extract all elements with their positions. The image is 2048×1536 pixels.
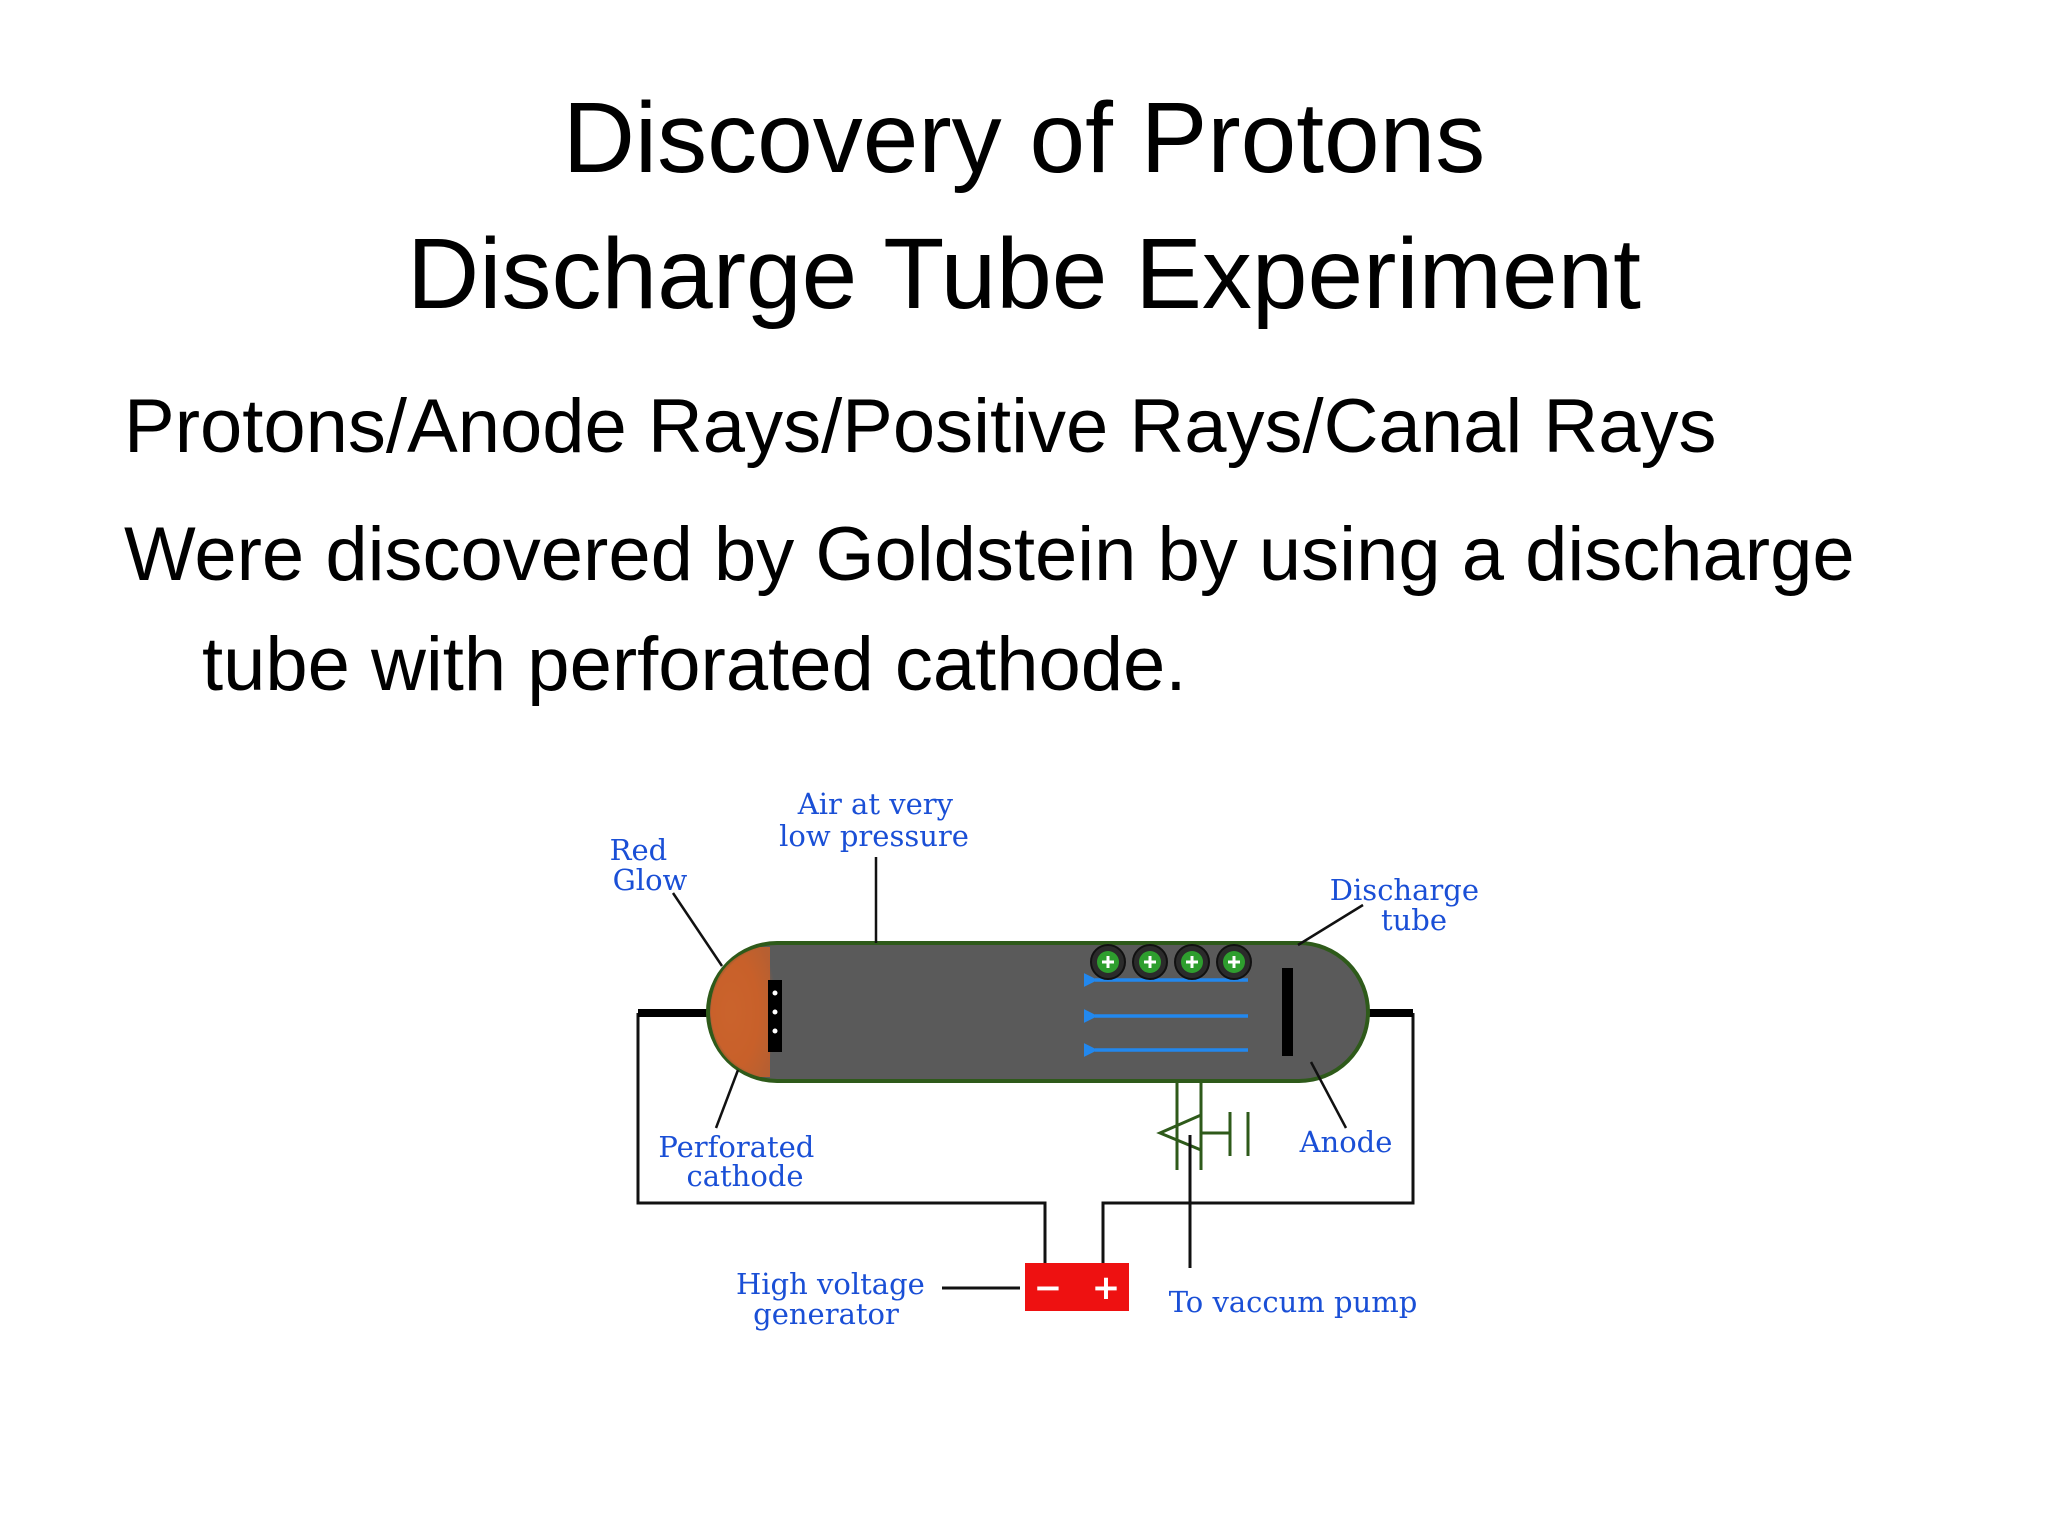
proton <box>1090 944 1126 980</box>
label-red-glow: Red Glow <box>610 833 688 897</box>
label-high-voltage-generator: High voltage generator <box>736 1267 934 1331</box>
generator-minus: − <box>1034 1268 1063 1308</box>
perforated-cathode <box>768 980 782 1052</box>
circuit-wires <box>636 1013 1415 1268</box>
label-discharge-tube: Discharge tube <box>1330 873 1488 937</box>
generator-plus: + <box>1092 1268 1121 1308</box>
vacuum-valve <box>1156 1081 1250 1170</box>
proton <box>1132 944 1168 980</box>
proton <box>1216 944 1252 980</box>
bullet-ray-names: Protons/Anode Rays/Positive Rays/Canal R… <box>124 384 1717 469</box>
title-line-1: Discovery of Protons <box>562 82 1486 194</box>
label-leaders <box>671 857 1364 1129</box>
label-air-pressure: Air at very low pressure <box>779 787 969 853</box>
title-line-2: Discharge Tube Experiment <box>407 218 1641 330</box>
label-anode: Anode <box>1299 1125 1393 1159</box>
protons <box>1090 944 1252 980</box>
high-voltage-generator: − + <box>1025 1263 1129 1311</box>
anode-ray-arrows <box>1083 973 1248 1057</box>
proton <box>1174 944 1210 980</box>
bullet-discovery: Were discovered by Goldstein by using a … <box>124 512 1855 707</box>
slide-title: Discovery of Protons Discharge Tube Expe… <box>0 70 2048 342</box>
label-perforated-cathode: Perforated cathode <box>658 1130 823 1193</box>
anode-plate <box>1282 968 1293 1056</box>
label-vacuum-pump: To vaccum pump <box>1169 1285 1418 1319</box>
slide-body: Protons/Anode Rays/Positive Rays/Canal R… <box>124 372 2004 720</box>
discharge-tube <box>706 941 1370 1083</box>
